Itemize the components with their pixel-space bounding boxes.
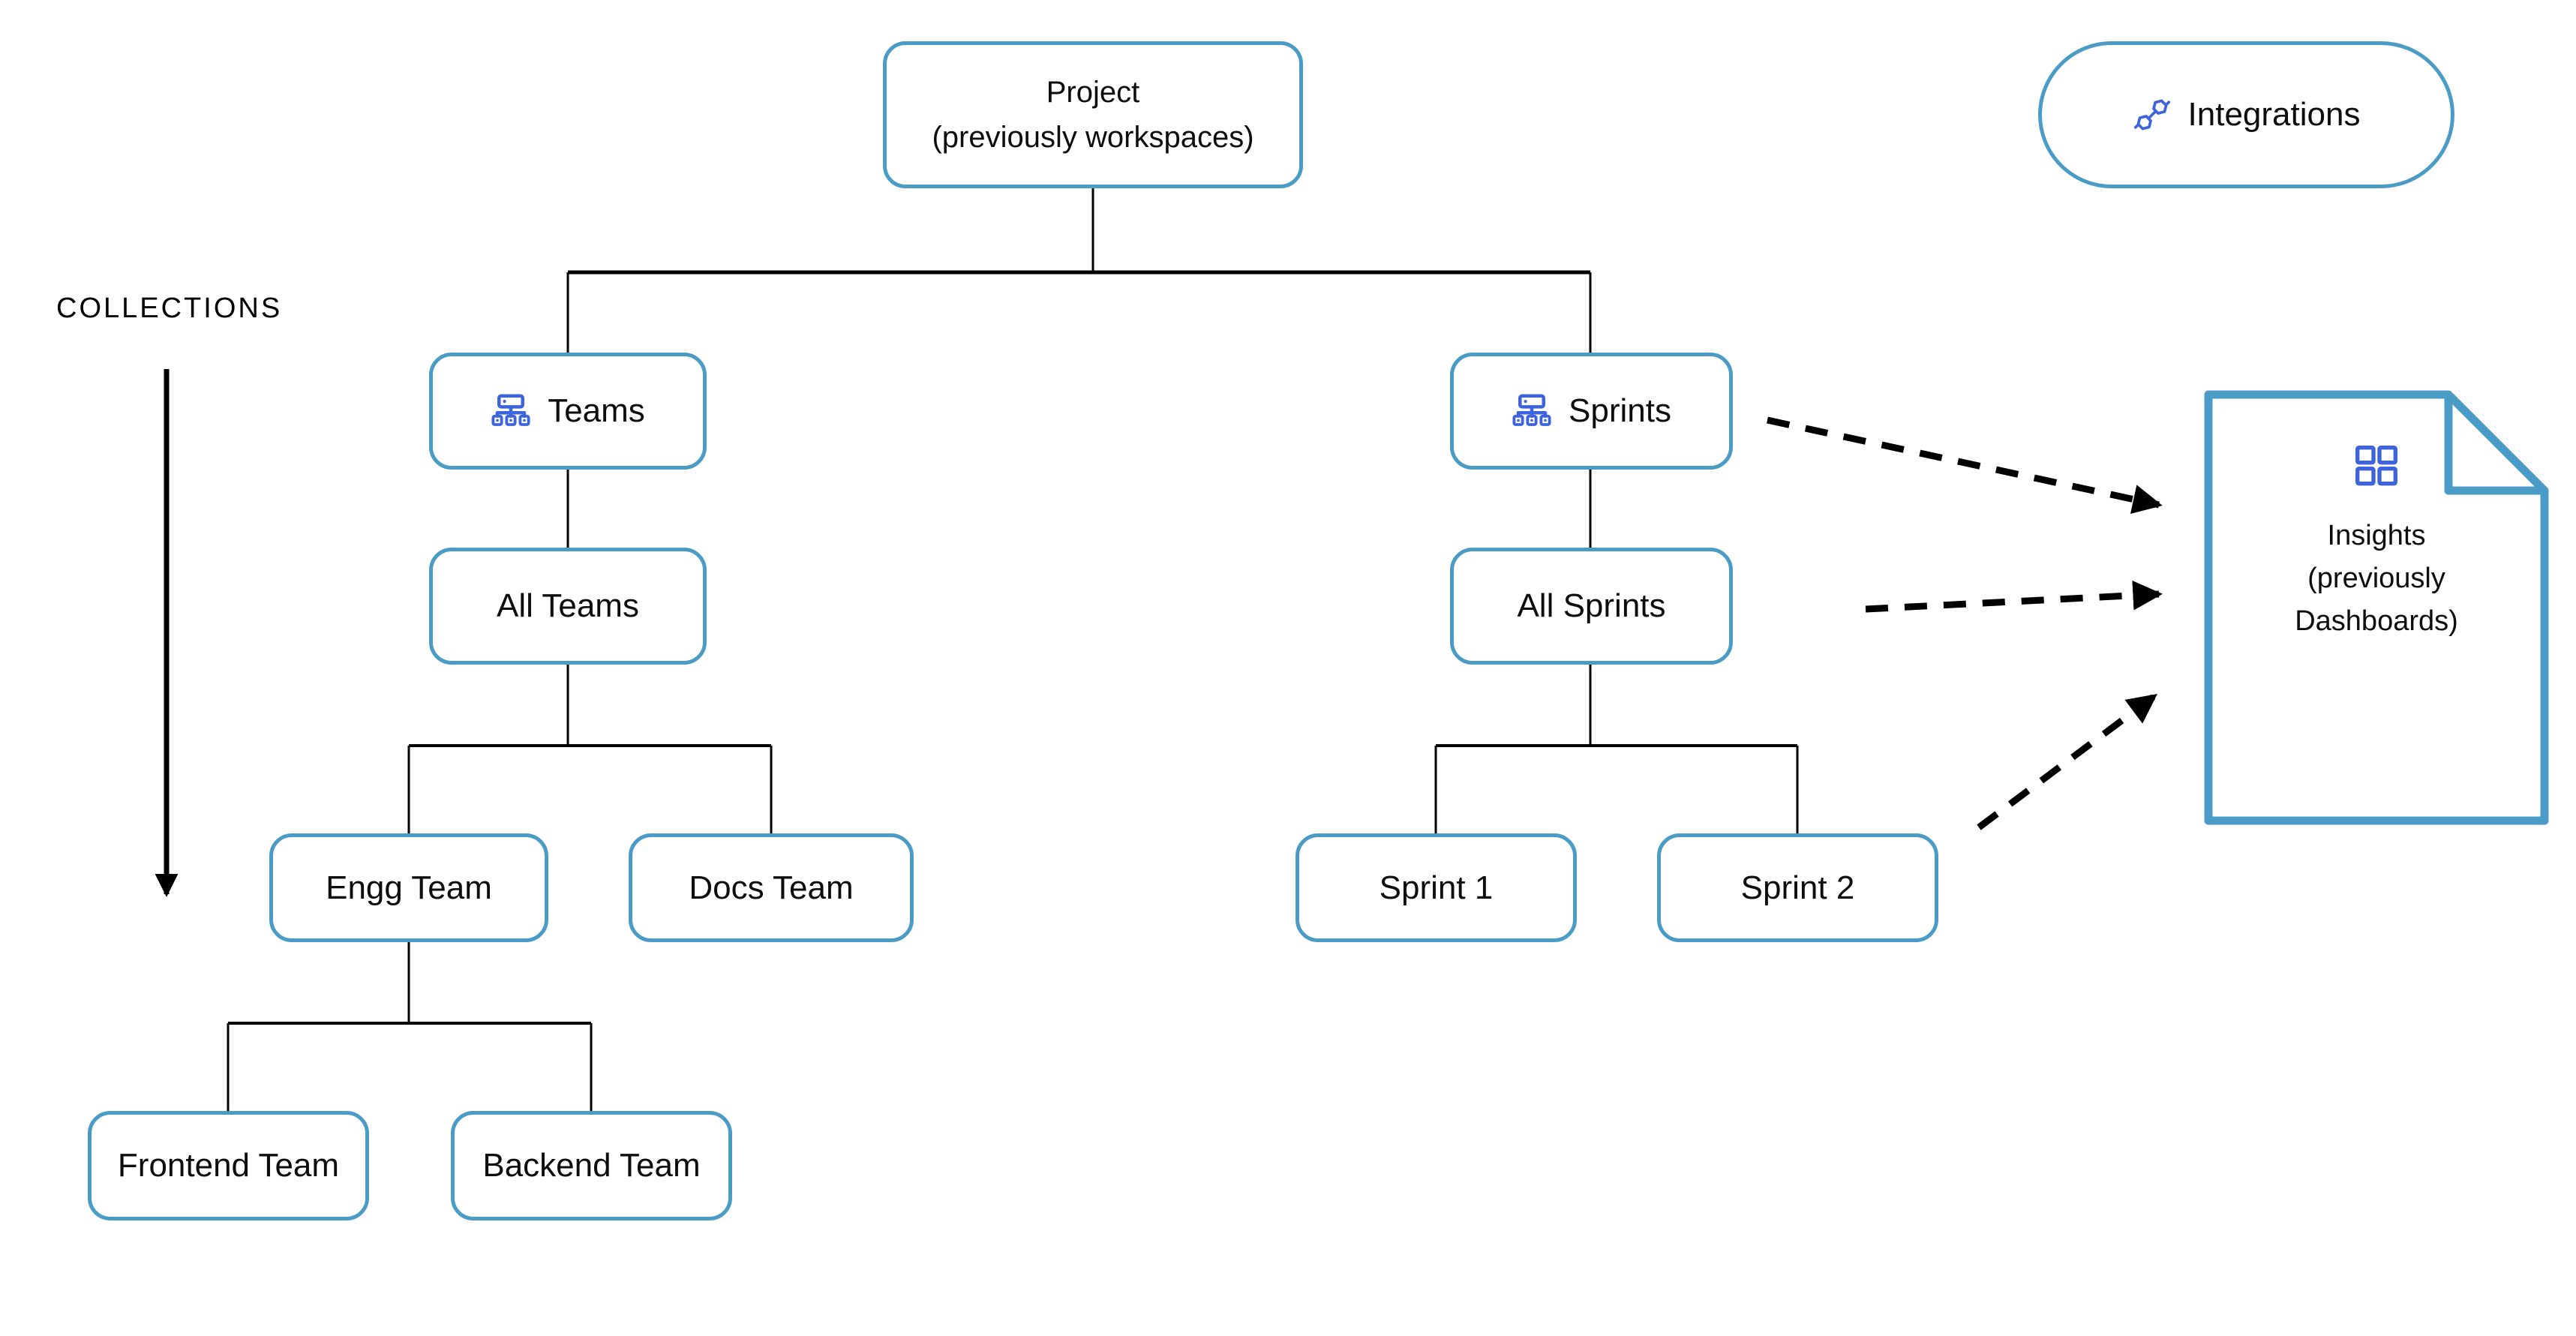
node-sprint-2-label: Sprint 2 [1740, 869, 1855, 906]
collections-label: COLLECTIONS [56, 293, 283, 324]
node-docs-team[interactable]: Docs Team [629, 833, 914, 942]
node-teams[interactable]: Teams [429, 353, 707, 470]
node-engg-team-label: Engg Team [326, 869, 492, 906]
node-project[interactable]: Project (previously workspaces) [883, 41, 1303, 188]
node-sprint-1-label: Sprint 1 [1379, 869, 1494, 906]
node-project-label: Project (previously workspaces) [932, 76, 1254, 154]
integrations-icon [2133, 95, 2172, 134]
node-all-teams-label: All Teams [497, 587, 639, 624]
node-docs-team-label: Docs Team [689, 869, 854, 906]
node-sprints-label: Sprints [1569, 392, 1671, 429]
node-integrations-label: Integrations [2187, 96, 2361, 133]
org-chart-icon [1512, 392, 1552, 430]
node-frontend-team-label: Frontend Team [117, 1147, 340, 1184]
node-sprints[interactable]: Sprints [1450, 353, 1733, 470]
node-backend-team[interactable]: Backend Team [451, 1111, 732, 1220]
node-frontend-team[interactable]: Frontend Team [88, 1111, 369, 1220]
node-insights[interactable]: Insights (previously Dashboards) [2204, 390, 2549, 825]
document-shape [2204, 390, 2549, 825]
node-teams-label: Teams [548, 392, 645, 429]
node-insights-label: Insights (previously Dashboards) [2295, 520, 2458, 637]
node-all-teams[interactable]: All Teams [429, 548, 707, 665]
node-sprint-2[interactable]: Sprint 2 [1657, 833, 1938, 942]
dashed-arrow-allsprints-insights [1865, 580, 2163, 613]
node-sprint-1[interactable]: Sprint 1 [1296, 833, 1577, 942]
node-all-sprints-label: All Sprints [1517, 587, 1666, 624]
org-chart-icon [491, 392, 531, 430]
dashboard-grid-icon [2352, 444, 2400, 489]
node-backend-team-label: Backend Team [482, 1147, 701, 1184]
node-engg-team[interactable]: Engg Team [269, 833, 548, 942]
node-integrations[interactable]: Integrations [2038, 41, 2454, 188]
node-all-sprints[interactable]: All Sprints [1450, 548, 1733, 665]
dashed-arrow-sprints-insights [1767, 416, 2163, 515]
dashed-arrow-sprint2-insights [1977, 693, 2157, 830]
